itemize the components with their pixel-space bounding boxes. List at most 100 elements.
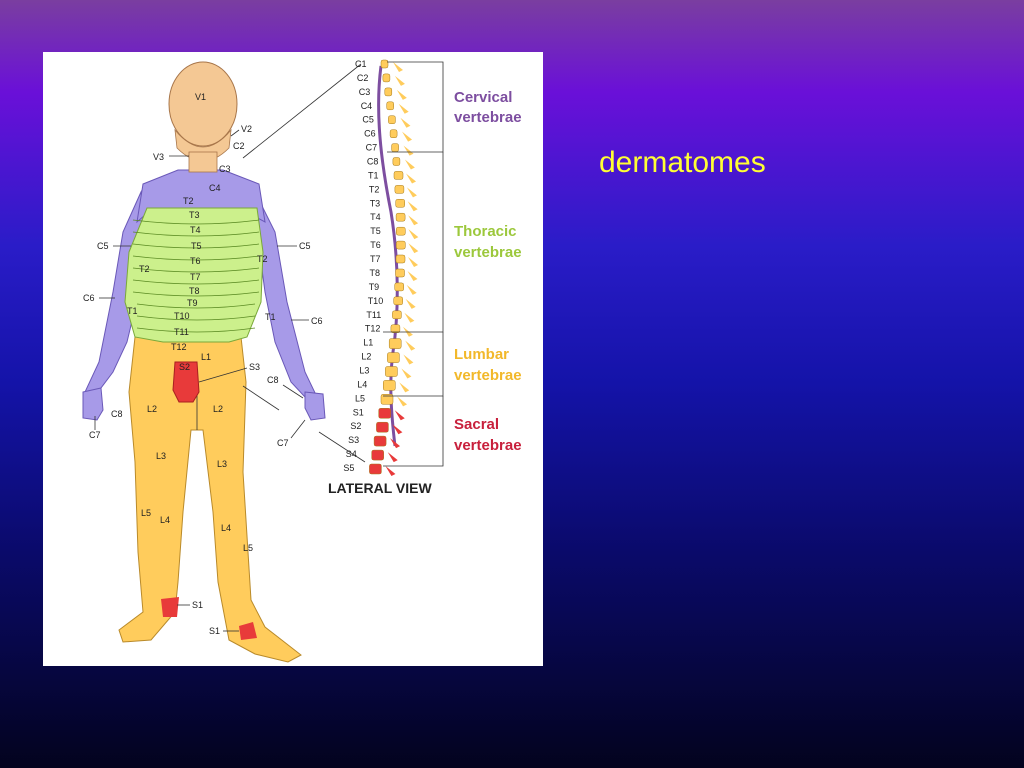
legs-region bbox=[118, 336, 302, 663]
label-s1-right: S1 bbox=[209, 626, 220, 636]
label-s3: S3 bbox=[249, 362, 260, 372]
pointer-line-mid bbox=[242, 385, 280, 411]
vertebra-l5 bbox=[380, 394, 394, 405]
label-c3: C3 bbox=[219, 164, 231, 174]
spinous-process-s1 bbox=[394, 410, 405, 421]
spine-label-l3: L3 bbox=[359, 366, 369, 376]
label-t1-right: T1 bbox=[265, 312, 276, 322]
spine-label-s3: S3 bbox=[348, 435, 359, 445]
label-t5: T5 bbox=[191, 241, 202, 251]
spinous-process-t11 bbox=[404, 312, 415, 323]
spine-label-s1: S1 bbox=[353, 407, 364, 417]
vertebra-t9 bbox=[394, 282, 404, 292]
spinous-process-l5 bbox=[397, 396, 408, 407]
label-t8: T8 bbox=[189, 286, 200, 296]
spine-label-l5: L5 bbox=[355, 393, 365, 403]
vertebra-l3 bbox=[385, 366, 398, 377]
head-labels: V1 V2 V3 C2 C3 C4 bbox=[153, 92, 252, 193]
vertebra-t2 bbox=[394, 185, 405, 194]
vertebra-t10 bbox=[393, 296, 403, 306]
right-arm-region bbox=[254, 191, 322, 417]
spine-label-t10: T10 bbox=[368, 296, 384, 306]
spine-label-l1: L1 bbox=[363, 338, 373, 348]
group-sacral-line1: Sacral bbox=[454, 416, 499, 433]
label-c7-left: C7 bbox=[89, 430, 101, 440]
spine-label-c8: C8 bbox=[367, 157, 379, 167]
trunk-stripes bbox=[132, 219, 260, 333]
spinous-process-t10 bbox=[405, 298, 416, 309]
spinous-process-t9 bbox=[406, 284, 417, 295]
label-v2: V2 bbox=[241, 124, 252, 134]
left-hand bbox=[82, 387, 104, 421]
vertebrae bbox=[369, 59, 419, 476]
vertebra-l1 bbox=[388, 338, 402, 349]
label-l4-right: L4 bbox=[221, 523, 231, 533]
label-t2-right: T2 bbox=[257, 254, 268, 264]
vertebra-c6 bbox=[389, 129, 398, 138]
label-t6: T6 bbox=[190, 256, 201, 266]
vertebra-l2 bbox=[387, 352, 400, 363]
label-s2: S2 bbox=[179, 362, 190, 372]
label-v3: V3 bbox=[153, 152, 164, 162]
label-c5-left: C5 bbox=[97, 241, 109, 251]
vertebra-t12 bbox=[390, 324, 401, 333]
pelvis-labels: L1 S2 S3 bbox=[179, 352, 260, 383]
label-t12: T12 bbox=[171, 342, 187, 352]
spine-label-c7: C7 bbox=[366, 143, 378, 153]
trunk-stripe bbox=[136, 315, 256, 321]
label-t10: T10 bbox=[174, 311, 190, 321]
spinous-process-l4 bbox=[399, 382, 410, 393]
spine-label-l4: L4 bbox=[357, 379, 367, 389]
vertebra-t5 bbox=[396, 226, 406, 236]
spine-label-t12: T12 bbox=[365, 324, 381, 334]
vertebra-s3 bbox=[373, 435, 387, 447]
spine-label-t8: T8 bbox=[370, 268, 381, 278]
spinous-process-c3 bbox=[396, 89, 407, 100]
vertebra-s2 bbox=[376, 421, 389, 433]
pointer-line-bottom bbox=[318, 431, 366, 463]
group-lumbar-line2: vertebrae bbox=[454, 367, 522, 384]
label-l5-right: L5 bbox=[243, 543, 253, 553]
label-l3-left: L3 bbox=[156, 451, 166, 461]
spinous-process-t5 bbox=[408, 229, 419, 240]
trunk-stripe bbox=[132, 243, 260, 249]
spine-label-t9: T9 bbox=[369, 282, 380, 292]
trunk-stripe bbox=[132, 231, 260, 237]
label-t2: T2 bbox=[183, 196, 194, 206]
label-c6-left: C6 bbox=[83, 293, 95, 303]
spinous-process-c6 bbox=[402, 131, 413, 142]
vertebra-t1 bbox=[393, 171, 404, 180]
vertebra-c2 bbox=[382, 73, 391, 83]
group-brackets bbox=[383, 61, 444, 467]
right-hand bbox=[304, 391, 326, 421]
label-t9: T9 bbox=[187, 298, 198, 308]
spinous-process-c2 bbox=[394, 75, 405, 86]
dermatome-diagram: V1 V2 V3 C2 C3 C4 T2 T3 T4 T5 T6 T7 T8 T… bbox=[82, 59, 522, 663]
vertebra-c8 bbox=[392, 157, 401, 166]
label-l4-left: L4 bbox=[160, 515, 170, 525]
vertebra-c7 bbox=[391, 143, 399, 152]
vertebra-c5 bbox=[388, 115, 396, 124]
label-l5-left: L5 bbox=[141, 508, 151, 518]
sacral-foot-right bbox=[239, 622, 257, 640]
spinous-process-t1 bbox=[406, 173, 417, 184]
trunk-labels: T2 T3 T4 T5 T6 T7 T8 T9 T10 T11 T12 bbox=[171, 196, 202, 352]
sacral-foot-left bbox=[161, 597, 179, 617]
spine-label-t11: T11 bbox=[366, 310, 381, 320]
group-cervical-line1: Cervical bbox=[454, 89, 512, 106]
label-t1-left: T1 bbox=[127, 306, 138, 316]
sacral-groin-region bbox=[172, 361, 200, 403]
label-c7-right: C7 bbox=[277, 438, 289, 448]
slide-title: dermatomes bbox=[599, 146, 766, 179]
spine-label-t4: T4 bbox=[370, 212, 381, 222]
trunk-stripe bbox=[132, 255, 260, 261]
group-sacral-line2: vertebrae bbox=[454, 437, 522, 454]
spinous-process-s4 bbox=[387, 452, 398, 463]
spine-label-c2: C2 bbox=[357, 73, 369, 83]
label-t4: T4 bbox=[190, 225, 201, 235]
spine-label-t1: T1 bbox=[368, 170, 379, 180]
vertebra-c4 bbox=[386, 101, 394, 111]
leg-labels: L2 L2 L3 L3 L5 L4 L4 L5 S1 S1 bbox=[141, 404, 253, 636]
vertebra-s5 bbox=[369, 463, 382, 475]
spinous-process-t2 bbox=[406, 187, 417, 198]
